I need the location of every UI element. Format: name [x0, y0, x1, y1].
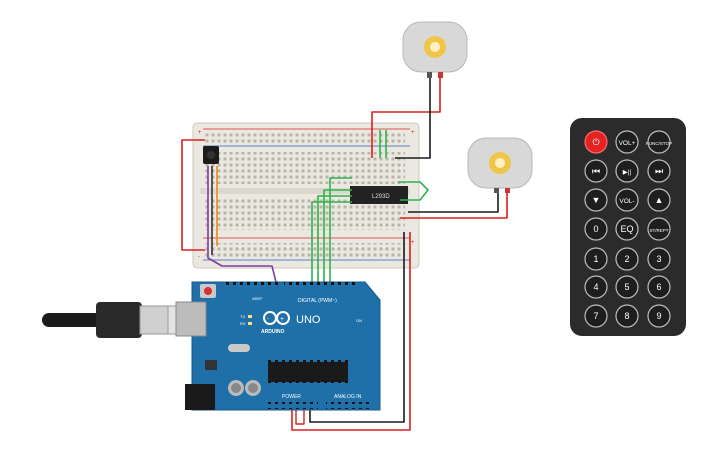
arrow-down-icon: ▼: [592, 195, 601, 205]
digit-0-label: 0: [593, 224, 598, 234]
rx-label: RX: [240, 321, 246, 326]
dc-motor-right[interactable]: [467, 137, 533, 193]
analog-label: ANALOG IN: [334, 394, 362, 400]
vol-up-button[interactable]: VOL+: [615, 130, 639, 154]
chip-label: L293D: [372, 194, 390, 200]
arduino-logo: - + ARDUINO UNO: [261, 311, 321, 335]
digit-2-label: 2: [624, 254, 629, 264]
digit-1-label: 1: [593, 254, 598, 264]
digit-6-button[interactable]: 6: [647, 275, 671, 299]
power-label: POWER: [282, 394, 301, 400]
svg-text:+: +: [411, 240, 415, 246]
eq-label: EQ: [620, 224, 633, 234]
digit-3-label: 3: [656, 254, 661, 264]
arduino-model: UNO: [296, 314, 321, 326]
digit-0-button[interactable]: 0: [584, 217, 608, 241]
reset-button[interactable]: [204, 287, 212, 295]
power-button[interactable]: ⏻: [584, 130, 608, 154]
digit-8-button[interactable]: 8: [615, 304, 639, 328]
digit-4-label: 4: [593, 282, 598, 292]
svg-text:-: -: [267, 316, 269, 322]
digit-5-button[interactable]: 5: [615, 275, 639, 299]
tx-label: TX: [240, 314, 245, 319]
dc-power-jack: [185, 384, 215, 410]
skip-forward-icon: ⏭: [655, 166, 663, 176]
next-button[interactable]: ⏭: [647, 159, 671, 183]
breadboard[interactable]: + - + +: [192, 122, 420, 269]
atmega-chip: [268, 362, 348, 382]
vol-up-label: VOL+: [619, 140, 636, 147]
svg-text:-: -: [198, 254, 200, 260]
skip-back-icon: ⏮: [592, 166, 600, 176]
l293d-chip[interactable]: L293D: [350, 186, 408, 204]
digit-8-label: 8: [624, 311, 629, 321]
on-label: ON: [356, 318, 362, 323]
arrow-up-icon: ▲: [655, 195, 664, 205]
play-pause-icon: ▶||: [623, 169, 632, 176]
ir-remote[interactable]: ⏻ VOL+ FUNC/STOP ⏮ ▶|| ⏭ ▼ VOL- ▲ 0 EQ ST/REPT 1 2 3 4 5…: [570, 118, 686, 336]
play-pause-button[interactable]: ▶||: [615, 159, 639, 183]
digit-3-button[interactable]: 3: [647, 247, 671, 271]
up-button[interactable]: ▲: [647, 188, 671, 212]
dc-motor-top[interactable]: [402, 21, 468, 78]
arduino-brand: ARDUINO: [261, 329, 284, 335]
aref-label: AREF: [252, 296, 263, 301]
func-stop-label: FUNC/STOP: [646, 141, 672, 146]
vol-down-label: VOL-: [619, 198, 634, 205]
arduino-uno-board[interactable]: DIGITAL (PWM~) AREF - + ARDUINO UNO TX R…: [175, 281, 381, 411]
digital-label: DIGITAL (PWM~): [298, 298, 337, 304]
digit-9-label: 9: [656, 311, 661, 321]
digit-1-button[interactable]: 1: [584, 247, 608, 271]
power-icon: ⏻: [592, 137, 599, 147]
digit-4-button[interactable]: 4: [584, 275, 608, 299]
svg-text:+: +: [280, 316, 284, 323]
digit-6-label: 6: [656, 282, 661, 292]
ir-receiver[interactable]: [203, 146, 219, 164]
digit-2-button[interactable]: 2: [615, 247, 639, 271]
digit-5-label: 5: [624, 282, 629, 292]
eq-button[interactable]: EQ: [615, 217, 639, 241]
st-rept-button[interactable]: ST/REPT: [647, 217, 671, 241]
vol-down-button[interactable]: VOL-: [615, 188, 639, 212]
svg-text:+: +: [198, 130, 202, 136]
digit-7-button[interactable]: 7: [584, 304, 608, 328]
st-rept-label: ST/REPT: [649, 228, 668, 233]
func-stop-button[interactable]: FUNC/STOP: [646, 130, 672, 154]
down-button[interactable]: ▼: [584, 188, 608, 212]
wires: [181, 78, 508, 431]
prev-button[interactable]: ⏮: [584, 159, 608, 183]
digit-7-label: 7: [593, 311, 598, 321]
digit-9-button[interactable]: 9: [647, 304, 671, 328]
svg-text:+: +: [411, 130, 415, 136]
